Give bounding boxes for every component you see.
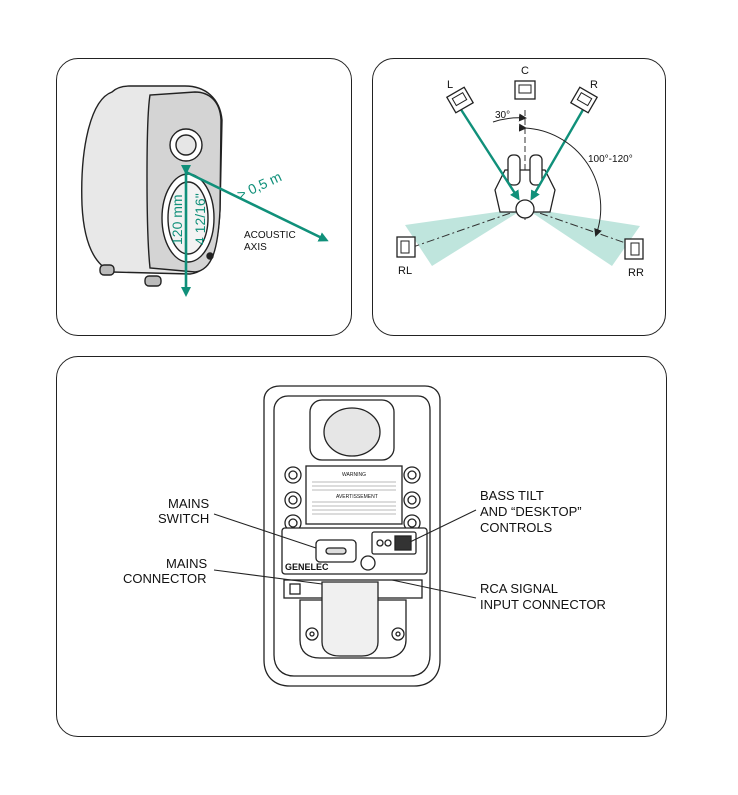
acoustic-axis-label-1: ACOUSTIC [244,230,296,241]
height-mm-label: 120 mm [169,194,185,245]
surround-layout-panel [372,58,666,336]
speaker-illustration [82,86,222,286]
distance-label: > 0,5 m [235,168,284,202]
rear-view-panel [56,356,667,737]
acoustic-axis-label-2: AXIS [244,242,267,253]
height-inch-label: 4 12/16" [192,193,208,245]
